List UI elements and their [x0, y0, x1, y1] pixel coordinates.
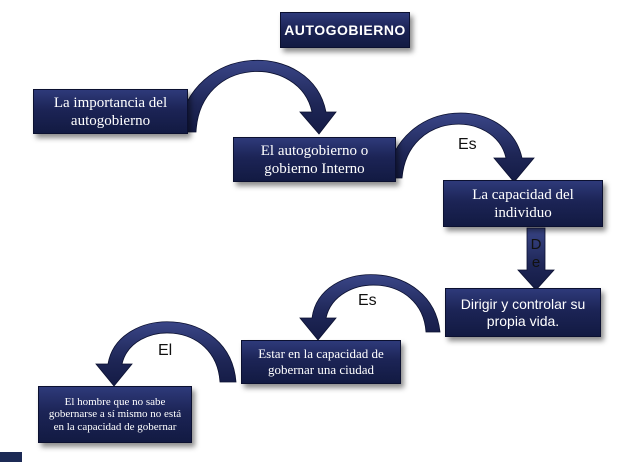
connector-label-de: D e	[528, 236, 544, 272]
box-capacidad: La capacidad del individuo	[443, 180, 603, 227]
connector-label-de-1: D	[530, 236, 542, 253]
curved-arrow-4	[95, 321, 237, 387]
curved-arrow-1	[177, 59, 337, 135]
corner-decoration	[0, 452, 22, 462]
diagram-title: AUTOGOBIERNO	[280, 12, 410, 48]
curved-arrow-2	[385, 112, 535, 183]
box-importancia: La importancia del autogobierno	[33, 89, 188, 134]
box-estar: Estar en la capacidad de gobernar una ci…	[241, 340, 401, 384]
down-arrow	[517, 227, 555, 291]
box-autogobierno: El autogobierno o gobierno Interno	[233, 137, 396, 182]
box-dirigir: Dirigir y controlar su propia vida.	[445, 288, 601, 337]
connector-label-es-2: Es	[358, 292, 377, 309]
connector-label-de-2: e	[531, 254, 541, 271]
connector-label-es-1: Es	[458, 136, 477, 153]
connector-label-el: El	[158, 342, 173, 359]
box-hombre: El hombre que no sabe gobernarse a sí mi…	[38, 386, 192, 443]
curved-arrow-3	[299, 274, 441, 341]
